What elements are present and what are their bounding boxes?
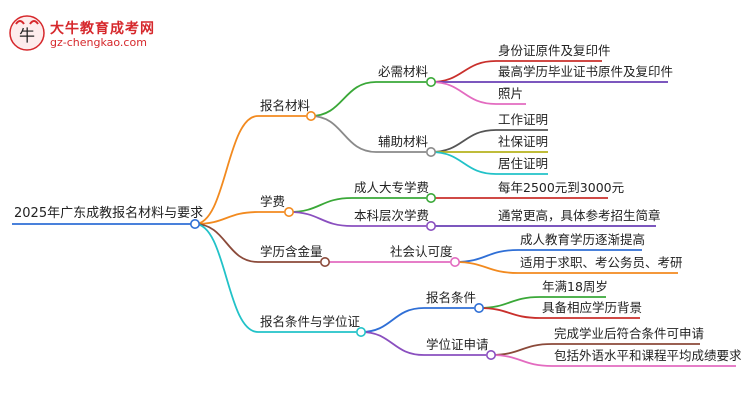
link-b3 — [194, 223, 259, 263]
leaf-b4a-0: 年满18周岁 — [542, 279, 608, 294]
link-b4 — [194, 223, 259, 333]
leaf-b1a-0: 身份证原件及复印件 — [498, 43, 611, 58]
leaf-b1b-0: 工作证明 — [498, 112, 549, 127]
subbranch-b3a: 社会认可度 — [390, 244, 453, 259]
collapse-knob-b2a[interactable] — [425, 193, 436, 204]
subbranch-b4a: 报名条件 — [426, 290, 477, 305]
collapse-knob-b2b[interactable] — [425, 221, 436, 232]
leaf-b3a-0: 成人教育学历逐渐提高 — [520, 232, 646, 247]
collapse-knob-b1[interactable] — [305, 111, 316, 122]
leaf-b4b-1: 包括外语水平和课程平均成绩要求 — [554, 348, 742, 363]
branch-b4: 报名条件与学位证 — [260, 314, 361, 329]
subbranch-b2a: 成人大专学费 — [354, 180, 430, 195]
leaf-b4a-1: 具备相应学历背景 — [542, 300, 643, 315]
collapse-knob-b3a[interactable] — [449, 256, 460, 267]
subbranch-b1b: 辅助材料 — [378, 134, 429, 149]
link-b4a-leaf-1 — [478, 307, 541, 319]
link-b1 — [194, 115, 259, 225]
branch-b3: 学历含金量 — [260, 244, 323, 259]
link-b1a-leaf-0 — [430, 60, 497, 83]
link-b2 — [194, 211, 259, 225]
collapse-knob-b3[interactable] — [319, 256, 330, 267]
leaf-b1a-2: 照片 — [498, 86, 524, 101]
site-name: 大牛教育成考网 — [50, 21, 155, 37]
link-b1a — [310, 81, 377, 117]
collapse-knob-b4a[interactable] — [473, 302, 484, 313]
link-b1b — [310, 115, 377, 153]
link-b4a-leaf-0 — [478, 296, 541, 309]
subbranch-b4b: 学位证申请 — [426, 337, 489, 352]
collapse-knob-b4[interactable] — [355, 326, 366, 337]
leaf-b1b-2: 居住证明 — [498, 156, 549, 171]
link-b1b-leaf-2 — [430, 151, 497, 175]
collapse-knob-b1a[interactable] — [425, 77, 436, 88]
link-b2a — [288, 197, 353, 213]
collapse-knob-b4b[interactable] — [485, 349, 496, 360]
collapse-knob-b1b[interactable] — [425, 147, 436, 158]
link-b1a-leaf-2 — [430, 81, 497, 105]
collapse-knob-b2[interactable] — [283, 207, 294, 218]
link-b1b-leaf-0 — [430, 129, 497, 153]
link-b4b-leaf-1 — [490, 354, 553, 367]
bull-mascot-icon: 牛 — [9, 15, 45, 51]
link-b2b — [288, 211, 353, 227]
branch-b1: 报名材料 — [260, 98, 311, 113]
leaf-b2b-0: 通常更高，具体参考招生简章 — [498, 208, 661, 223]
leaf-b2a-0: 每年2500元到3000元 — [498, 180, 625, 195]
link-b4a — [360, 307, 425, 333]
link-b3a-leaf-1 — [454, 261, 519, 274]
subbranch-b1a: 必需材料 — [378, 64, 429, 79]
leaf-b3a-1: 适用于求职、考公务员、考研 — [520, 255, 683, 270]
link-b4b — [360, 331, 425, 356]
leaf-b1b-1: 社保证明 — [498, 134, 549, 149]
svg-text:牛: 牛 — [19, 26, 35, 45]
link-b3a-leaf-0 — [454, 249, 519, 263]
site-url[interactable]: gz-chengkao.com — [50, 36, 147, 49]
root-topic: 2025年广东成教报名材料与要求 — [14, 206, 204, 221]
link-b4b-leaf-0 — [490, 343, 553, 356]
leaf-b1a-1: 最高学历毕业证书原件及复印件 — [498, 64, 674, 79]
site-logo: 牛 大牛教育成考网 gz-chengkao.com — [8, 14, 178, 54]
branch-b2: 学费 — [260, 194, 286, 209]
leaf-b4b-0: 完成学业后符合条件可申请 — [554, 326, 705, 341]
subbranch-b2b: 本科层次学费 — [354, 208, 430, 223]
collapse-knob-root[interactable] — [190, 219, 201, 230]
